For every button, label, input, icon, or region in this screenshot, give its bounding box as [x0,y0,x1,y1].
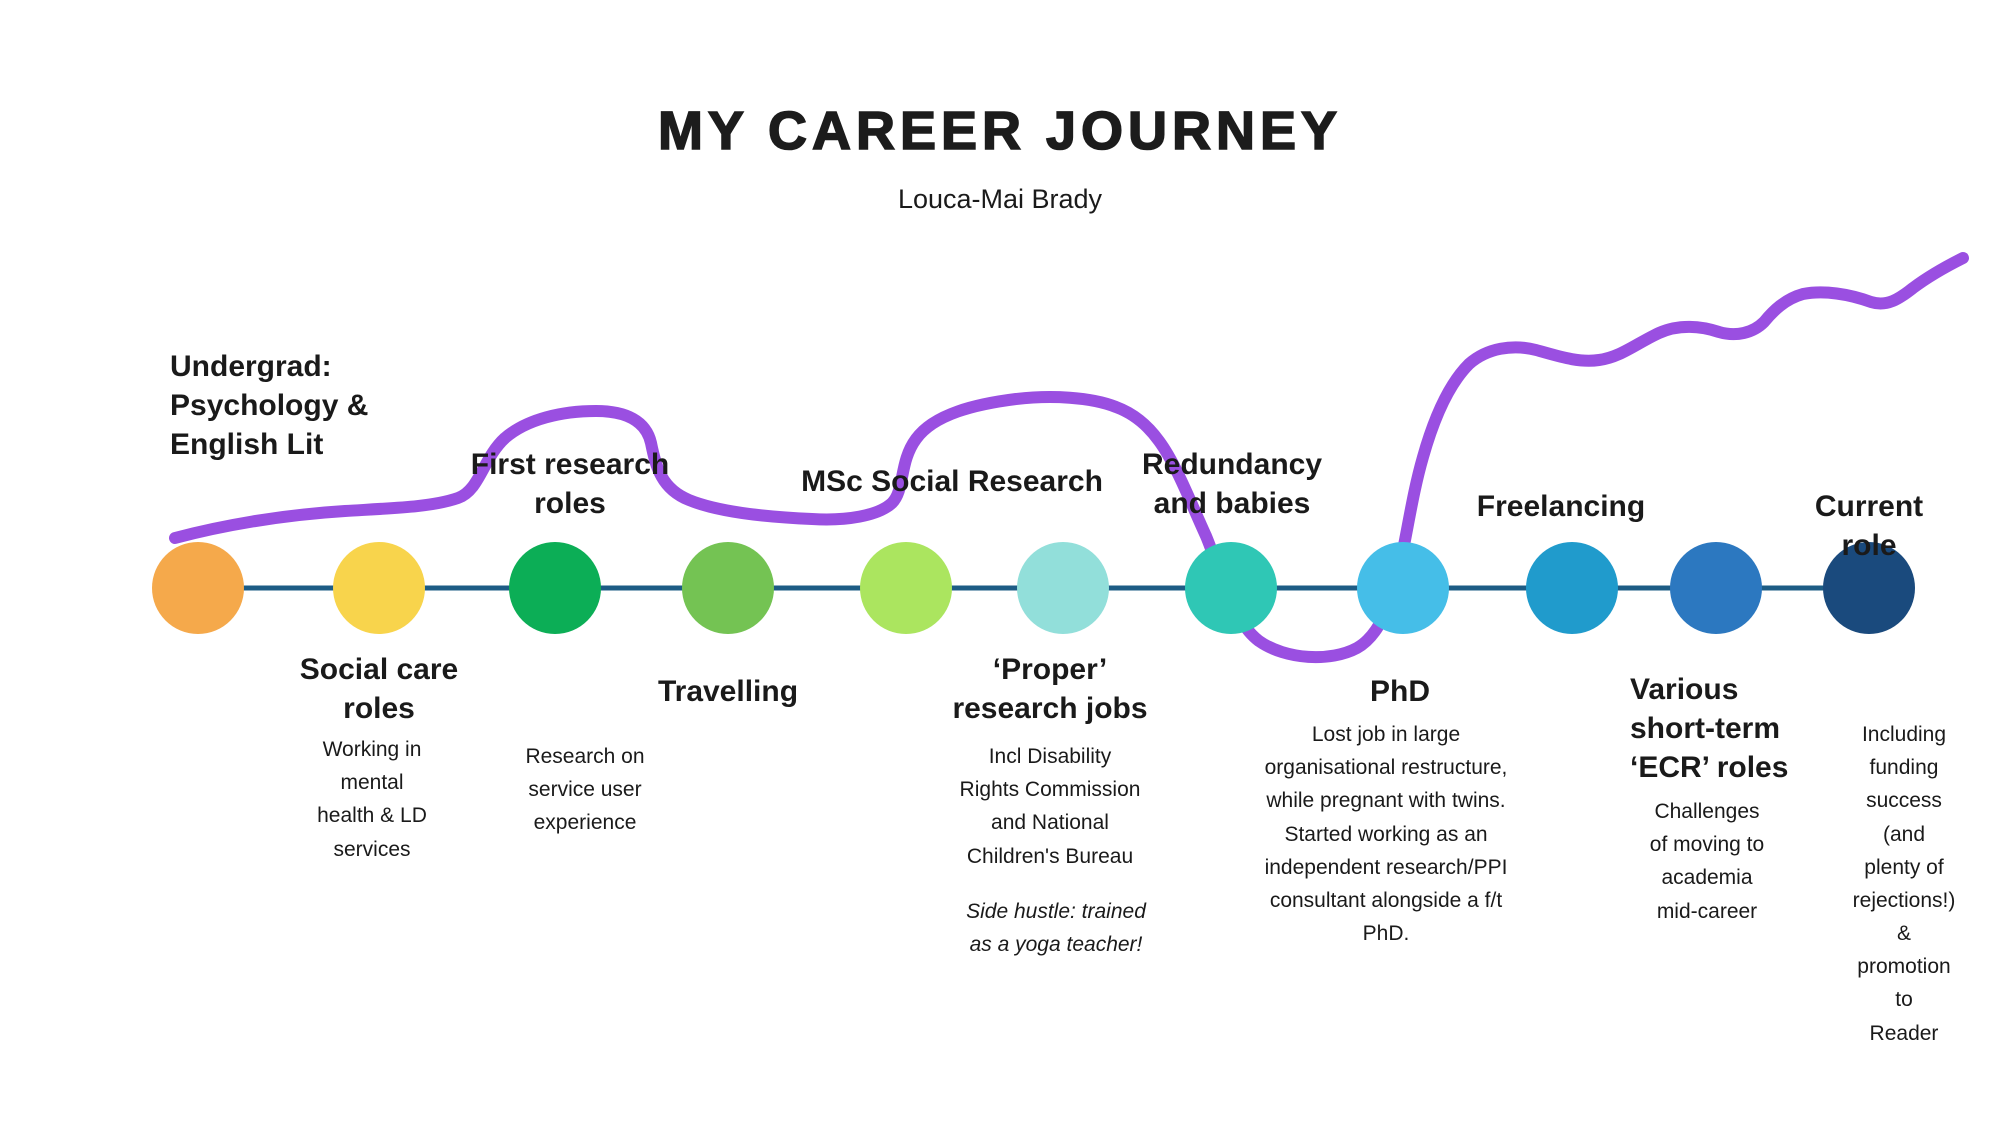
label-msc-social-research: MSc Social Research [801,465,1103,498]
timeline-dot-phd [1357,542,1449,634]
label-phd: PhD [1370,675,1430,708]
label-travelling: Travelling [657,675,799,708]
timeline-dot-current-role [1823,542,1915,634]
squiggle-journey-line [169,252,1969,664]
desc-current-role: Including funding success (and plenty of… [1852,723,1956,1045]
timeline-dot-redundancy [1185,542,1277,634]
page-title: MY CAREER JOURNEY [657,100,1343,162]
timeline-dot-social-care [333,542,425,634]
page-subtitle: Louca-Mai Brady [897,184,1103,214]
timeline-dot-undergrad [152,542,244,634]
label-redundancy-and-babies: Redundancy and babies [1141,448,1323,520]
label-freelancing: Freelancing [1476,490,1646,523]
desc-first-research: Research on service user experience [525,745,645,835]
desc-social-care: Working in mental health & LD services [317,738,427,861]
label-current-role: Current role [1814,490,1924,562]
label-ecr-roles: Various short-term ‘ECR’ roles [1630,673,1789,784]
desc-ecr-roles: Challenges of moving to academia mid-car… [1649,800,1765,923]
label-first-research-roles: First research roles [470,448,670,520]
label-undergrad: Undergrad: Psychology & English Lit [170,350,369,461]
desc-phd: Lost job in large organisational restruc… [1264,723,1508,946]
desc-side-hustle: Side hustle: trained as a yoga teacher! [966,900,1146,957]
timeline-dot-first-research [509,542,601,634]
timeline-dot-proper-jobs [1017,542,1109,634]
label-social-care-roles: Social care roles [299,653,459,725]
timeline-dot-travelling [682,542,774,634]
label-proper-research-jobs: ‘Proper’ research jobs [952,653,1148,725]
timeline-dot-ecr [1670,542,1762,634]
timeline-dot-msc [860,542,952,634]
timeline-dot-freelancing [1526,542,1618,634]
desc-proper-research-jobs: Incl Disability Rights Commission and Na… [959,745,1141,868]
